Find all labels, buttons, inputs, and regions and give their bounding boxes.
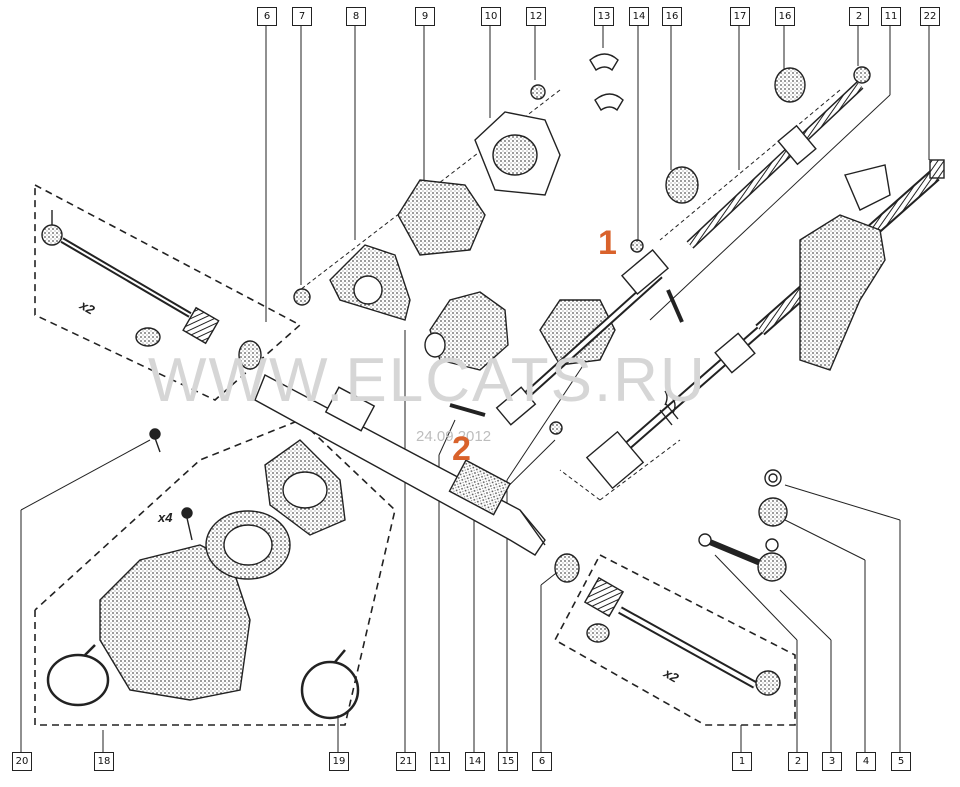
callout-15: 15 xyxy=(498,752,518,771)
callout-7: 7 xyxy=(292,7,312,26)
callout-17: 17 xyxy=(730,7,750,26)
qty-bolts: x4 xyxy=(158,510,173,525)
intermediate-shaft xyxy=(585,326,763,490)
tie-rod-right-group xyxy=(553,554,796,726)
bushes xyxy=(589,53,624,112)
clamps xyxy=(46,644,360,720)
steering-box-housing xyxy=(99,428,346,701)
callout-19: 19 xyxy=(329,752,349,771)
steering-box-group xyxy=(34,419,396,726)
callout-18: 18 xyxy=(94,752,114,771)
steering-column xyxy=(755,159,945,371)
callout-3: 3 xyxy=(822,752,842,771)
callout-16b: 16 xyxy=(775,7,795,26)
upper-shaft xyxy=(665,66,871,249)
tie-rod-right xyxy=(554,553,781,696)
marker-1: 1 xyxy=(598,224,617,262)
watermark-date: 24.09.2012 xyxy=(416,428,492,445)
callout-13: 13 xyxy=(594,7,614,26)
callout-16a: 16 xyxy=(662,7,682,26)
callout-14-bottom: 14 xyxy=(465,752,485,771)
callout-14-top: 14 xyxy=(629,7,649,26)
callout-21: 21 xyxy=(396,752,416,771)
watermark-site: WWW.ELCATS.RU xyxy=(148,346,707,415)
callout-11-bottom: 11 xyxy=(430,752,450,771)
callout-11-top: 11 xyxy=(881,7,901,26)
callout-8: 8 xyxy=(346,7,366,26)
callout-5: 5 xyxy=(891,752,911,771)
lower-steering-shaft xyxy=(449,239,684,435)
shaft-break-marks xyxy=(664,390,676,414)
callout-2-top: 2 xyxy=(849,7,869,26)
tie-rod-left-group xyxy=(34,184,302,401)
leader-lines xyxy=(20,25,930,755)
callout-2-bottom: 2 xyxy=(788,752,808,771)
callout-12: 12 xyxy=(526,7,546,26)
callout-9: 9 xyxy=(415,7,435,26)
marker-2: 2 xyxy=(452,430,471,468)
tie-rod-left xyxy=(41,210,262,370)
boots xyxy=(293,84,561,371)
group-outlines xyxy=(34,184,796,726)
callout-20: 20 xyxy=(12,752,32,771)
callout-6-top: 6 xyxy=(257,7,277,26)
ball-joint-parts xyxy=(698,469,788,582)
callout-4: 4 xyxy=(856,752,876,771)
callout-22: 22 xyxy=(920,7,940,26)
callout-10: 10 xyxy=(481,7,501,26)
steering-rack xyxy=(254,374,546,556)
callout-6-bottom: 6 xyxy=(532,752,552,771)
callout-1: 1 xyxy=(732,752,752,771)
